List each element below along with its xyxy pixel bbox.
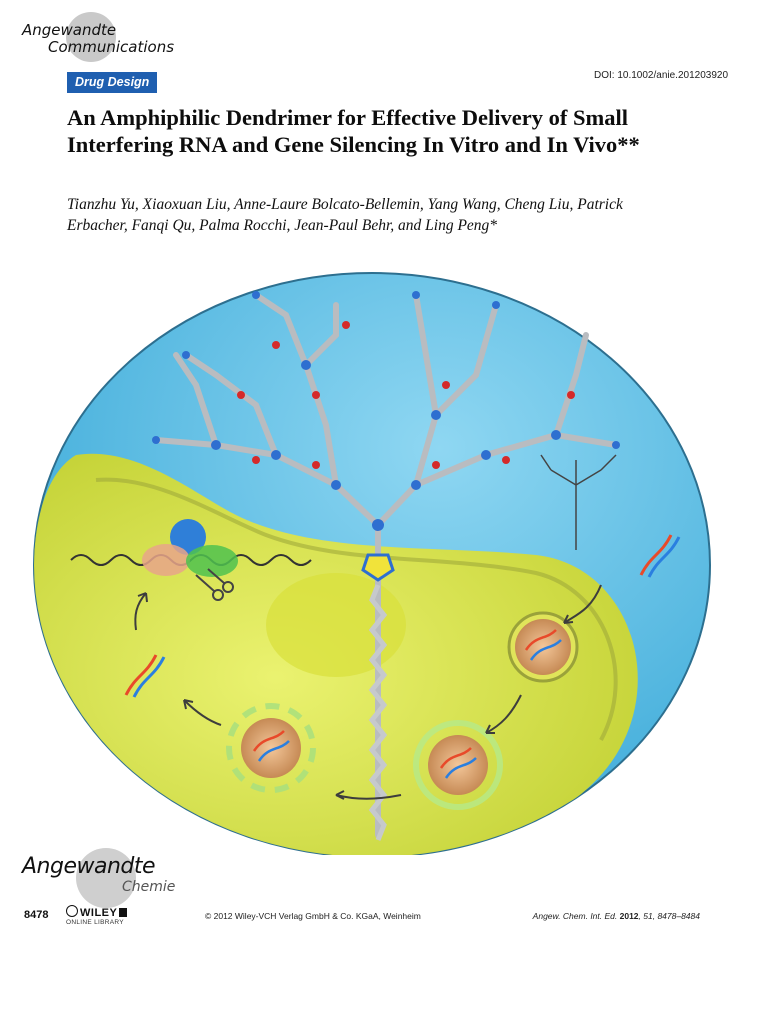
journal-name-line2: Communications bbox=[48, 38, 175, 56]
copyright: © 2012 Wiley-VCH Verlag GmbH & Co. KGaA,… bbox=[205, 911, 421, 921]
logo-blob-icon bbox=[66, 12, 116, 62]
citation-volume-pages: , 51, 8478–8484 bbox=[638, 911, 700, 921]
doi[interactable]: DOI: 10.1002/anie.201203920 bbox=[594, 70, 728, 81]
section-badge: Drug Design bbox=[67, 72, 158, 93]
citation: Angew. Chem. Int. Ed. 2012, 51, 8478–848… bbox=[533, 911, 700, 921]
logo-blob-icon bbox=[76, 848, 136, 908]
vesicle-endosome bbox=[413, 720, 503, 810]
sirna-icon-left bbox=[124, 654, 166, 698]
article-authors: Tianzhu Yu, Xiaoxuan Liu, Anne-Laure Bol… bbox=[67, 196, 623, 234]
journal-footer-logo: Angewandte Chemie bbox=[22, 848, 176, 908]
wiley-seal-icon bbox=[66, 905, 78, 917]
article-title: An Amphiphilic Dendrimer for Effective D… bbox=[67, 105, 640, 157]
triazole-ring bbox=[361, 553, 395, 582]
citation-journal: Angew. Chem. Int. Ed. bbox=[532, 911, 618, 921]
page-footer: 8478 WILEY ONLINE LIBRARY © 2012 Wiley-V… bbox=[0, 905, 768, 935]
cover-illustration bbox=[33, 272, 711, 855]
journal-name-line1: Angewandte bbox=[22, 21, 117, 39]
sirna-icon-right bbox=[639, 534, 681, 578]
dendrimer-small-icon bbox=[540, 454, 617, 550]
publisher-name: WILEY bbox=[80, 907, 118, 919]
book-icon bbox=[119, 908, 128, 917]
journal-logo-line1: Angewandte bbox=[22, 854, 156, 879]
journal-header-logo: Angewandte Communications bbox=[22, 12, 175, 62]
pathway-arrows bbox=[134, 584, 602, 800]
scissors-icon bbox=[195, 568, 234, 601]
journal-logo-line2: Chemie bbox=[122, 879, 176, 895]
vesicle-escape bbox=[226, 703, 316, 793]
publisher-subline: ONLINE LIBRARY bbox=[66, 919, 124, 926]
page-number: 8478 bbox=[24, 909, 49, 921]
vesicle-endocytosis bbox=[507, 611, 579, 683]
citation-year: 2012 bbox=[619, 911, 639, 921]
publisher-logo[interactable]: WILEY ONLINE LIBRARY bbox=[66, 905, 128, 926]
nucleus bbox=[266, 573, 406, 677]
